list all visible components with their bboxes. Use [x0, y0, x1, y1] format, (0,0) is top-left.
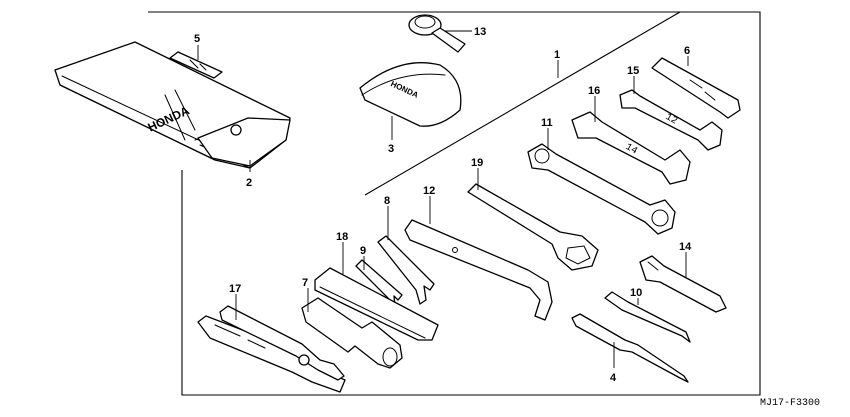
- callout-13: 13: [474, 26, 486, 38]
- leader-lines: [197, 30, 689, 368]
- callout-16: 16: [588, 85, 600, 97]
- callout-9: 9: [360, 245, 366, 257]
- screwdriver-phillips: [571, 313, 689, 383]
- extension-bar: [314, 267, 439, 341]
- open-end-wrench-small: 12: [619, 89, 723, 151]
- callout-18: 18: [336, 231, 348, 243]
- callout-numbers: 1 2 3 4 5 6 7 8 9 10 11 12 13 14 15 16 1…: [194, 26, 692, 384]
- callout-8: 8: [384, 195, 390, 207]
- callout-14: 14: [679, 241, 692, 253]
- open-end-wrench-large: 14: [571, 111, 691, 185]
- small-open-end-wrench: [639, 255, 727, 313]
- svg-text:12: 12: [663, 112, 679, 128]
- tool-bag-band: [169, 51, 223, 79]
- group-frame: [148, 11, 761, 396]
- callout-5: 5: [194, 33, 200, 45]
- tool-bag: HONDA: [54, 41, 291, 169]
- spark-plug-wrench: [301, 297, 403, 369]
- callout-15: 15: [627, 65, 639, 77]
- hex-wrench-large: [377, 235, 435, 305]
- pin-spanner: [404, 219, 553, 321]
- pliers: [197, 305, 346, 393]
- box-wrench: [527, 143, 676, 235]
- callout-4: 4: [610, 372, 617, 384]
- callout-10: 10: [630, 287, 642, 299]
- callout-7: 7: [302, 277, 308, 289]
- callout-12: 12: [423, 185, 435, 197]
- callout-19: 19: [471, 157, 483, 169]
- callout-1: 1: [554, 49, 560, 61]
- screwdriver-grip: [651, 57, 741, 119]
- axle-wrench: [467, 183, 599, 271]
- callout-6: 6: [684, 45, 690, 57]
- screwdriver-flat: [604, 291, 691, 343]
- svg-text:14: 14: [623, 142, 639, 158]
- drawing-code: MJ17-F3300: [760, 398, 820, 409]
- tire-pressure-gauge: [408, 14, 466, 53]
- callout-17: 17: [229, 283, 241, 295]
- tool-case: HONDA: [359, 62, 462, 127]
- callout-3: 3: [388, 143, 394, 155]
- callout-11: 11: [541, 117, 553, 129]
- callout-2: 2: [246, 177, 252, 189]
